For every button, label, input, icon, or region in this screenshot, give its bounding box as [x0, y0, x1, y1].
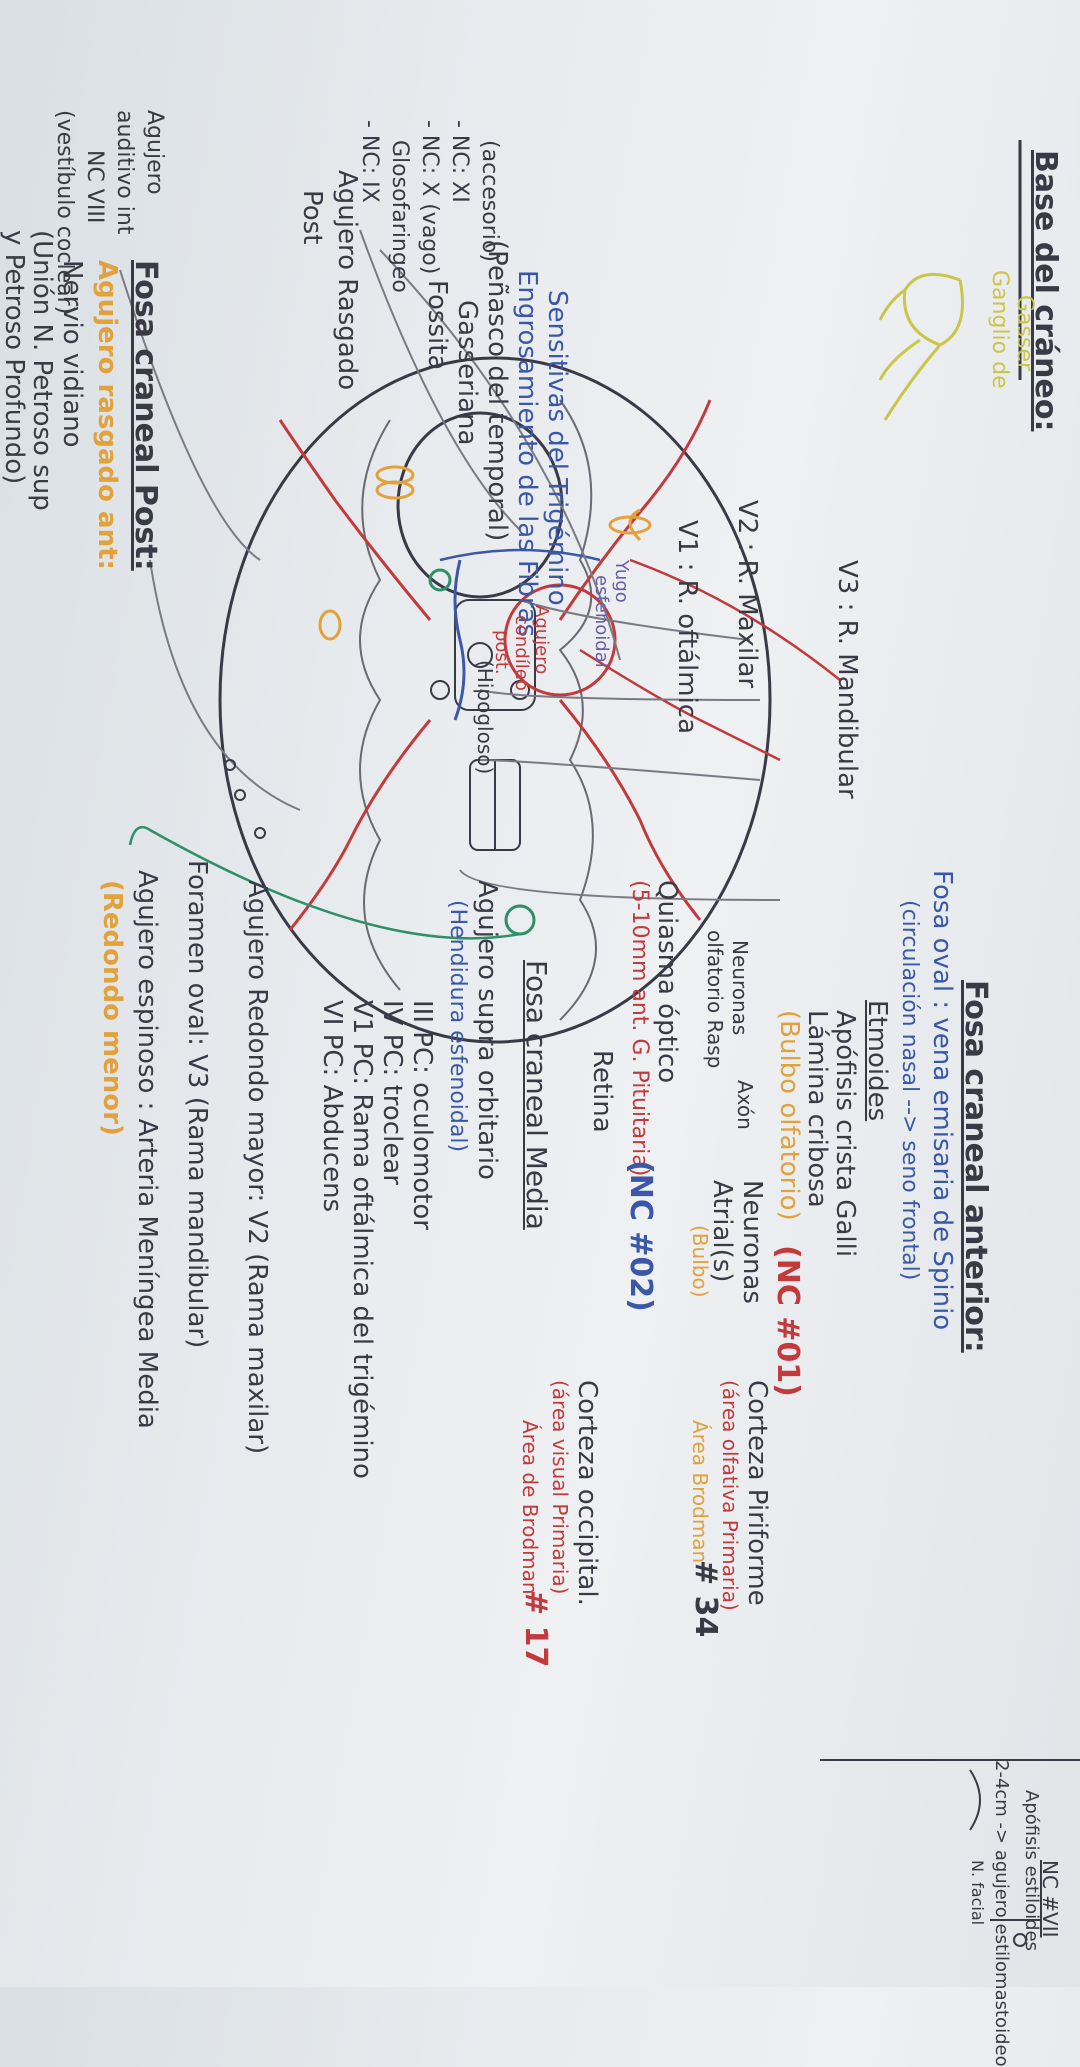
ant-fossa-title: Fosa craneal anterior: [958, 980, 993, 1353]
pc5-label: V1 PC: Rama oftálmica del trigémino [347, 1000, 377, 1479]
cribriform-label: Lámina cribosa [802, 1010, 832, 1208]
retina-label: Retina [587, 1050, 617, 1133]
olf-neurons-2: olfatorio Rasp [703, 930, 727, 1069]
engrossment-line-1: Engrosamiento de las Fibras [512, 270, 542, 637]
v1-label: V1 : R. oftálmica [672, 520, 702, 735]
mid-fossa-title: Fosa craneal Media [520, 960, 553, 1230]
blue-nerve-lines [453, 559, 466, 721]
rotundum-label: Agujero Redondo mayor: V2 (Rama maxilar) [242, 880, 272, 1455]
ethmoid-label: Etmoides [862, 1000, 892, 1122]
gasser-label: Gasseriana [452, 300, 482, 446]
nc01-badge: (NC #01) [770, 1245, 805, 1397]
vidian-line-2: (Unión N. Petroso sup [27, 230, 57, 511]
vidian-line-1: Nervio vidiano [57, 260, 87, 448]
nc02-badge: (NC #02) [623, 1160, 658, 1312]
auditory-foramen-label: Agujero [142, 110, 167, 195]
gasser-ganglion-label-1: Ganglio de [987, 270, 1012, 389]
pc3-label: III PC: oculomotor [407, 1000, 437, 1230]
brodmann17-label: Área de Brodman [518, 1420, 542, 1595]
lacerum-post-line-1: Agujero Rasgado [332, 170, 362, 391]
v2-label: V2 : R. Maxilar [732, 500, 762, 689]
occipital-label: Corteza occipital. [572, 1380, 602, 1606]
nc10-label: - NC: X (vago) [417, 120, 442, 275]
auditory-nc8: NC VIII [82, 150, 107, 224]
lacerum-ant-label: Agujero rasgado ant: [92, 260, 122, 570]
bulbo2-label: (Bulbo) [688, 1225, 712, 1298]
axon-label: Axón [733, 1080, 757, 1130]
whiteboard: Base del cráneo: Agujero auditivo int NC… [0, 110, 1080, 2067]
page-title: Base del cráneo: [1028, 150, 1063, 432]
brodmann34-value: # 34 [688, 1560, 723, 1638]
spinosum-label: Agujero espinoso : Arteria Meníngea Medi… [132, 870, 162, 1429]
apophysis-label: Apófisis crista Galli [830, 1010, 860, 1258]
connector-lines [459, 869, 781, 901]
chiasm-label: Quiasma óptico [652, 880, 682, 1084]
post-fossa-title: Fosa craneal Post: [128, 260, 163, 571]
olf-neurons-1: Neuronas [728, 940, 752, 1036]
skull-base-drawing [119, 140, 1080, 1947]
ovale-label: Foramen oval: V3 (Rama mandibular) [182, 860, 212, 1349]
nc9-name: Glosofaringeo [387, 140, 412, 293]
pc6-label: VI PC: Abducens [317, 1000, 347, 1213]
olf-cortex-label: (área olfativa Primaria) [718, 1380, 742, 1611]
piriform-label: Corteza Piriforme [742, 1380, 772, 1606]
gasser-ganglion-label-2: Gasser [1012, 295, 1037, 372]
green-foramen [504, 904, 536, 936]
bulb-label: (Bulbo olfatorio) [774, 1010, 804, 1221]
nc11-label: - NC: XI [447, 120, 472, 203]
spinosum-note: (Redondo menor) [97, 880, 127, 1136]
yugo-label-2: esfenoidal [591, 575, 612, 668]
supraorbital-label: Agujero supra orbitario [472, 880, 502, 1180]
visual-area-label: (área visual Primaria) [548, 1380, 572, 1595]
pc4-label: IV PC: troclear [377, 1000, 407, 1185]
circulation-label: (circulación nasal --> seno frontal) [897, 900, 922, 1281]
engrossment-line-2: Sensitivas del Trigémino [542, 290, 572, 606]
skull-outline [218, 356, 772, 1044]
margin-note-2: 2-4cm -> agujero estilomastoideo [991, 1760, 1012, 2067]
red-artery-lines [558, 399, 712, 621]
margin-note-4: NC #VII [1038, 1860, 1062, 1938]
atrial-label: Atrial(s) [707, 1180, 737, 1283]
vidian-line-3: y Petroso Profundo) [0, 230, 29, 485]
v3-label: V3 : R. Mandibular [832, 560, 862, 799]
sup-fissure-label: (Hendidura esfenoidal) [445, 900, 470, 1153]
condylar-label-2: condíleo [511, 615, 532, 691]
lacerum-post-line-2: Post [297, 190, 327, 245]
yugo-label-1: Yugo [611, 560, 632, 603]
brodmann17-value: # 17 [518, 1590, 553, 1668]
foramen-cecum-label: Fosa oval : vena emisaria de Spinio [927, 870, 957, 1331]
condylar-label-1: Agujero [531, 605, 552, 675]
fossa-contours [558, 399, 597, 1021]
brodmann34-label: Área Brodman [688, 1420, 712, 1564]
hypoglossal-label: (Hipogloso) [473, 660, 497, 775]
fossa-label: Fossita [422, 280, 452, 371]
gasser-ganglion-drawing [902, 272, 964, 347]
chiasm-detail: (5-10mm ant. G. Pituitaria) [627, 880, 652, 1177]
margin-note-3: N. facial [968, 1860, 987, 1926]
auditory-foramen-label-2: auditivo int [112, 110, 137, 235]
orange-foramina [628, 508, 642, 542]
neurons2-label: Neuronas [737, 1180, 767, 1304]
petrous-label: (Peñasco del temporal) [482, 240, 512, 542]
nc9-label: - NC: IX [357, 120, 382, 203]
